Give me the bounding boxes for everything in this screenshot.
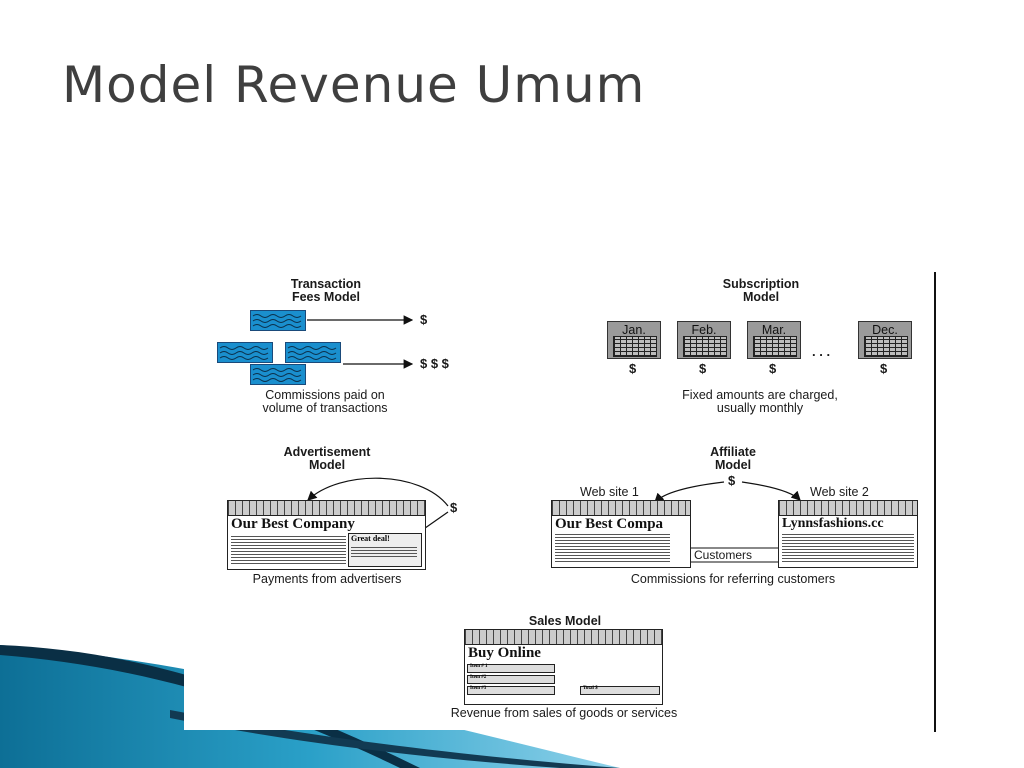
transaction-document-icon bbox=[285, 342, 341, 363]
calendar-icon-feb: Feb. bbox=[677, 321, 731, 359]
calendar-month-label: Feb. bbox=[691, 323, 717, 337]
affiliate-heading-line2: Model bbox=[714, 458, 752, 472]
affiliate-dollar: $ bbox=[728, 473, 736, 488]
affiliate-site1-label: Web site 1 bbox=[580, 485, 639, 499]
calendar-month-label: Mar. bbox=[761, 323, 787, 337]
calendar-month-label: Dec. bbox=[872, 323, 898, 337]
affiliate-site2-browser: Lynnsfashions.cc bbox=[778, 500, 918, 568]
advertisement-heading-line2: Model bbox=[308, 458, 346, 472]
affiliate-heading-line1: Affiliate bbox=[710, 445, 756, 459]
transaction-document-icon bbox=[250, 364, 306, 385]
transaction-heading-line1: Transaction bbox=[290, 277, 362, 291]
advertisement-heading-line1: Advertisement bbox=[283, 445, 371, 459]
transaction-dollar-multi: $ $ $ bbox=[420, 356, 449, 371]
affiliate-site2-label: Web site 2 bbox=[810, 485, 869, 499]
subscription-dollar: $ bbox=[880, 361, 888, 376]
affiliate-customers-label: Customers bbox=[694, 548, 753, 562]
sales-heading: Sales Model bbox=[528, 614, 602, 628]
affiliate-site2-title: Lynnsfashions.cc bbox=[782, 516, 884, 531]
sales-item-field: Item # 1 bbox=[467, 664, 555, 673]
advertisement-site-title: Our Best Company bbox=[231, 516, 355, 532]
advertisement-dollar: $ bbox=[450, 500, 458, 515]
sales-item-field: Item #3 bbox=[467, 686, 555, 695]
transaction-caption-line2: volume of transactions bbox=[262, 401, 388, 415]
subscription-dollar: $ bbox=[769, 361, 777, 376]
affiliate-site1-title: Our Best Compa bbox=[555, 516, 664, 532]
calendar-icon-dec: Dec. bbox=[858, 321, 912, 359]
affiliate-caption: Commissions for referring customers bbox=[630, 572, 836, 586]
sales-item-field: Item #2 bbox=[467, 675, 555, 684]
transaction-heading-line2: Fees Model bbox=[291, 290, 361, 304]
subscription-caption-line1: Fixed amounts are charged, bbox=[682, 388, 838, 402]
transaction-document-icon bbox=[250, 310, 306, 331]
subscription-caption-line2: usually monthly bbox=[716, 401, 804, 415]
advertisement-browser-window: Our Best Company Great deal! bbox=[227, 500, 426, 570]
sales-site-title: Buy Online bbox=[468, 645, 541, 661]
affiliate-site1-browser: Our Best Compa bbox=[551, 500, 691, 568]
slide-title: Model Revenue Umum bbox=[62, 56, 646, 114]
transaction-document-icon bbox=[217, 342, 273, 363]
advertisement-ad-text: Great deal! bbox=[351, 534, 390, 543]
sales-browser-window: Buy Online Item # 1 Item #2 Item #3 Tota… bbox=[464, 629, 663, 705]
sales-caption: Revenue from sales of goods or services bbox=[450, 706, 678, 720]
subscription-dollar: $ bbox=[629, 361, 637, 376]
advertisement-caption: Payments from advertisers bbox=[252, 572, 402, 586]
advertisement-ad-box: Great deal! bbox=[348, 533, 422, 567]
subscription-ellipsis: . . . bbox=[812, 344, 831, 359]
calendar-icon-mar: Mar. bbox=[747, 321, 801, 359]
transaction-dollar-single: $ bbox=[420, 312, 428, 327]
divider-line bbox=[934, 272, 936, 732]
calendar-month-label: Jan. bbox=[622, 323, 646, 337]
sales-total-field: Total $ bbox=[580, 686, 660, 695]
calendar-icon-jan: Jan. bbox=[607, 321, 661, 359]
subscription-heading-line2: Model bbox=[742, 290, 780, 304]
transaction-caption-line1: Commissions paid on bbox=[265, 388, 385, 402]
subscription-dollar: $ bbox=[699, 361, 707, 376]
subscription-heading-line1: Subscription bbox=[722, 277, 800, 291]
